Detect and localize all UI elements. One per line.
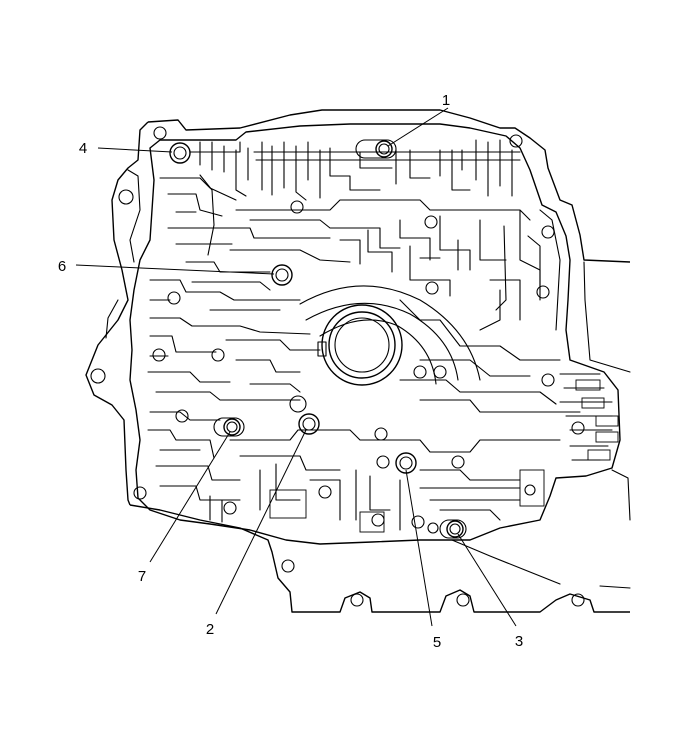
callout-7: 7 <box>138 568 146 585</box>
check-ball-3 <box>439 519 467 539</box>
leader-line-1 <box>387 107 449 147</box>
case-outline <box>85 109 631 613</box>
check-ball-2 <box>298 413 320 435</box>
leader-line-7 <box>149 431 231 563</box>
leader-line-6 <box>75 264 275 275</box>
callout-3: 3 <box>515 633 523 650</box>
callout-1: 1 <box>442 92 450 109</box>
check-ball-7 <box>213 417 245 437</box>
callout-labels: 1 4 6 7 2 5 3 <box>58 92 523 651</box>
leader-line-2 <box>215 429 307 615</box>
check-ball-6 <box>271 264 293 286</box>
leader-lines <box>75 107 517 627</box>
callout-4: 4 <box>79 140 87 157</box>
check-ball-4 <box>169 142 191 164</box>
check-balls <box>169 139 467 539</box>
leader-line-3 <box>457 533 517 627</box>
leader-line-4 <box>97 147 173 153</box>
leader-line-5 <box>405 469 433 627</box>
valve-body-plate <box>129 123 621 545</box>
passage-channels <box>147 139 619 534</box>
check-ball-1 <box>355 139 397 159</box>
callout-6: 6 <box>58 258 66 275</box>
callout-5: 5 <box>433 634 441 651</box>
central-bore <box>317 304 403 386</box>
callout-2: 2 <box>206 621 214 638</box>
